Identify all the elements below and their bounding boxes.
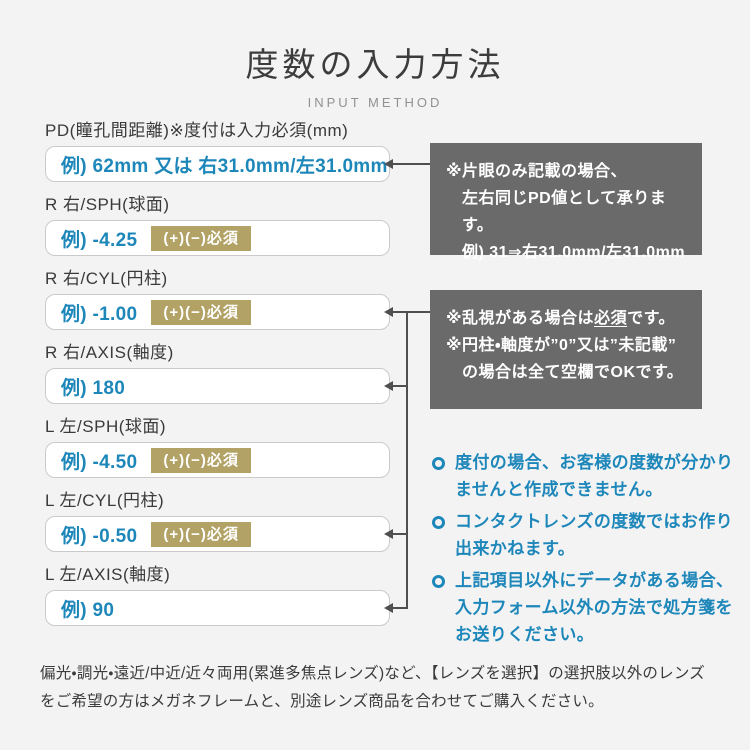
page-title: 度数の入力方法 [245,46,505,83]
callout-line: の場合は全て空欄でOKです。 [462,364,684,381]
callout-line: 左右同じPD値として承ります。 [462,190,667,234]
circle-bullet-icon [432,457,445,470]
example-value-l-axis: 例) 90 [61,599,115,621]
example-input-box-l-sph: 例) -4.50 (+)(−)必須 [45,442,390,478]
arrow-left-icon [384,529,393,539]
example-value-r-cyl: 例) -1.00 [61,303,138,325]
connector-line-pd [392,163,430,165]
connector-line-l-axis [392,607,408,609]
arrow-left-icon [384,307,393,317]
callout-astigmatism-note: ※乱視がある場合は必須です。 ※円柱・軸度が”0”又は”未記載” の場合は全て空… [430,290,702,409]
connector-line-vertical [406,311,408,609]
circle-bullet-icon [432,575,445,588]
example-input-box-pd: 例) 62mm 又は 右31.0mm/左31.0mm [45,146,390,182]
connector-line-r-cyl [392,311,430,313]
field-row-l-axis: L 左/AXIS(軸度) 例) 90 [45,564,390,626]
field-label-r-axis: R 右/AXIS(軸度) [45,343,174,362]
field-label-r-sph: R 右/SPH(球面) [45,195,170,214]
field-row-r-cyl: R 右/CYL(円柱) 例) -1.00 (+)(−)必須 [45,268,390,330]
page-subtitle: INPUT METHOD [307,95,443,110]
example-input-box-r-cyl: 例) -1.00 (+)(−)必須 [45,294,390,330]
required-badge: (+)(−)必須 [151,299,251,325]
example-value-pd: 例) 62mm 又は 右31.0mm/左31.0mm [61,155,388,177]
required-badge: (+)(−)必須 [151,521,251,547]
note-item: 度付の場合、お客様の度数が分かりませんと作成できません。 [430,449,734,503]
field-label-l-axis: L 左/AXIS(軸度) [45,565,171,584]
example-value-l-sph: 例) -4.50 [61,451,138,473]
arrow-left-icon [384,381,393,391]
prescription-fields: PD(瞳孔間距離)※度付は入力必須(mm) 例) 62mm 又は 右31.0mm… [45,120,390,638]
callout-pd-note: ※片眼のみ記載の場合、 左右同じPD値として承ります。 例) 31⇒右31.0m… [430,143,702,261]
example-input-box-r-axis: 例) 180 [45,368,390,404]
note-text: 度付の場合、お客様の度数が分かりませんと作成できません。 [455,453,734,499]
field-row-r-sph: R 右/SPH(球面) 例) -4.25 (+)(−)必須 [45,194,390,256]
callout-line: ※乱視がある場合は必須です。 [446,305,692,332]
note-text: コンタクトレンズの度数ではお作り出来かねます。 [455,512,734,558]
field-label-l-cyl: L 左/CYL(円柱) [45,491,165,510]
field-label-l-sph: L 左/SPH(球面) [45,417,167,436]
arrow-left-icon [384,603,393,613]
example-input-box-r-sph: 例) -4.25 (+)(−)必須 [45,220,390,256]
callout-text: ※乱視がある場合は [446,310,595,327]
callout-line: ※片眼のみ記載の場合、 [446,163,628,180]
example-input-box-l-cyl: 例) -0.50 (+)(−)必須 [45,516,390,552]
connector-line-l-cyl [392,533,408,535]
callout-line: ※円柱・軸度が”0”又は”未記載” [446,337,677,354]
field-row-l-sph: L 左/SPH(球面) 例) -4.50 (+)(−)必須 [45,416,390,478]
callout-line: 例) 31⇒右31.0mm/左31.0mm [462,244,686,261]
field-label-r-cyl: R 右/CYL(円柱) [45,269,168,288]
callout-text-underlined: 必須 [594,310,628,327]
field-label-pd: PD(瞳孔間距離)※度付は入力必須(mm) [45,121,349,140]
circle-bullet-icon [432,516,445,529]
example-value-l-cyl: 例) -0.50 [61,525,138,547]
field-row-r-axis: R 右/AXIS(軸度) 例) 180 [45,342,390,404]
callout-text: です。 [627,310,675,327]
example-value-r-sph: 例) -4.25 [61,229,138,251]
note-item: コンタクトレンズの度数ではお作り出来かねます。 [430,508,734,562]
note-item: 上記項目以外にデータがある場合、入力フォーム以外の方法で処方箋をお送りください。 [430,567,734,648]
note-text: 上記項目以外にデータがある場合、入力フォーム以外の方法で処方箋をお送りください。 [455,571,734,644]
arrow-left-icon [384,159,393,169]
footer-note: 偏光・調光・遠近/中近/近々両用(累進多焦点レンズ)など、【レンズを選択】の選択… [40,665,705,710]
required-badge: (+)(−)必須 [151,447,251,473]
notes-list: 度付の場合、お客様の度数が分かりませんと作成できません。 コンタクトレンズの度数… [430,449,734,653]
field-row-l-cyl: L 左/CYL(円柱) 例) -0.50 (+)(−)必須 [45,490,390,552]
example-value-r-axis: 例) 180 [61,377,126,399]
example-input-box-l-axis: 例) 90 [45,590,390,626]
header: 度数の入力方法 INPUT METHOD [0,38,750,110]
required-badge: (+)(−)必須 [151,225,251,251]
connector-line-r-axis [392,385,408,387]
field-row-pd: PD(瞳孔間距離)※度付は入力必須(mm) 例) 62mm 又は 右31.0mm… [45,120,390,182]
